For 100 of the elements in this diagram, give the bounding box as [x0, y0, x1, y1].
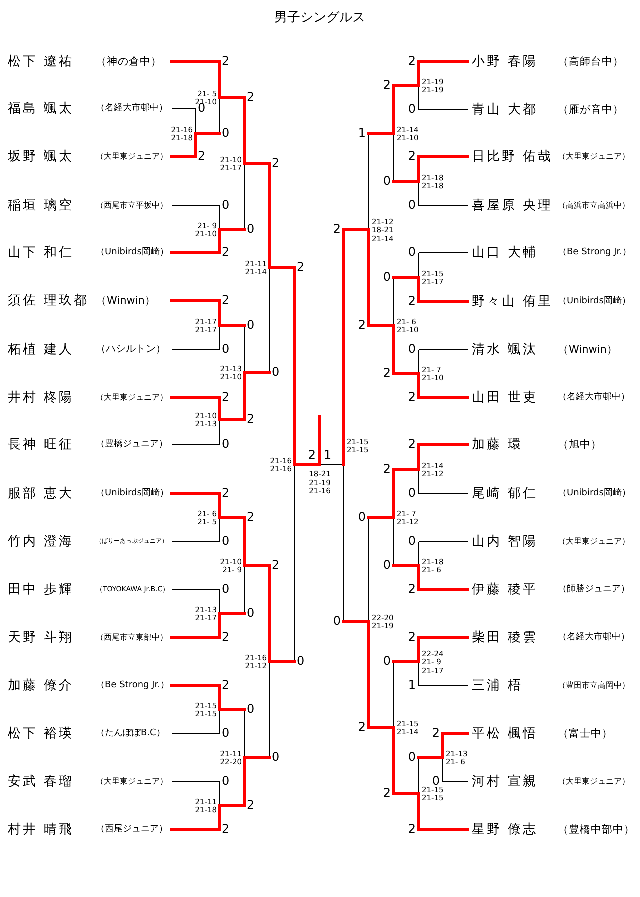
school-name: （雁が音中） — [558, 104, 624, 116]
set-count: 2 — [272, 157, 280, 169]
player-name: 伊藤 稜平 — [472, 584, 538, 596]
set-count: 2 — [358, 319, 366, 331]
player-name: 青山 大都 — [472, 104, 538, 116]
school-name: （たんぽぽB.C） — [96, 730, 166, 738]
set-count: 0 — [198, 102, 206, 114]
school-name: （Unibirds岡崎） — [558, 298, 631, 306]
set-count: 2 — [247, 413, 255, 425]
set-count: 2 — [408, 583, 416, 595]
set-count: 2 — [222, 631, 230, 643]
set-count: 0 — [408, 343, 416, 355]
set-count: 1 — [408, 679, 416, 691]
school-name: （Unibirds岡崎） — [558, 490, 631, 498]
set-count: 0 — [383, 175, 391, 187]
set-count: 0 — [222, 775, 230, 787]
set-count: 0 — [408, 487, 416, 499]
set-count: 0 — [272, 751, 280, 763]
player-name: 三浦 梧 — [472, 680, 524, 692]
school-name: （Winwin） — [558, 344, 618, 356]
player-name: 河村 宣親 — [472, 776, 538, 788]
set-count: 2 — [247, 799, 255, 811]
set-count: 2 — [308, 449, 316, 461]
school-name: （名経大市邨中） — [558, 634, 630, 642]
set-count: 0 — [297, 655, 305, 667]
set-count: 2 — [432, 727, 440, 739]
player-name: 加藤 環 — [472, 438, 524, 452]
player-name: 村井 晴飛 — [8, 824, 74, 836]
set-count: 1 — [324, 449, 332, 461]
set-count: 2 — [408, 55, 416, 67]
player-name: 松下 裕瑛 — [8, 728, 74, 740]
set-count: 0 — [408, 103, 416, 115]
school-name: （富士中） — [558, 728, 613, 740]
set-count: 2 — [247, 511, 255, 523]
school-name: （西尾ジュニア） — [96, 826, 168, 834]
player-name: 天野 斗翔 — [8, 632, 74, 644]
set-count: 2 — [408, 823, 416, 835]
player-name: 加藤 僚介 — [8, 680, 74, 692]
set-count: 0 — [222, 535, 230, 547]
school-name: （Unibirds岡崎） — [96, 490, 169, 498]
set-count: 0 — [408, 751, 416, 763]
set-count: 0 — [247, 223, 255, 235]
school-name: （師勝ジュニア） — [558, 586, 630, 594]
school-name: （Be Strong Jr.） — [558, 248, 632, 258]
set-count: 0 — [222, 583, 230, 595]
school-name: （名経大市邨中） — [96, 104, 168, 114]
school-name: （西尾市立東部中） — [96, 634, 168, 642]
set-count: 0 — [358, 511, 366, 523]
set-count: 0 — [383, 655, 391, 667]
player-name: 尾崎 郁仁 — [472, 488, 538, 500]
player-name: 柘植 建人 — [8, 344, 74, 356]
set-count: 2 — [383, 79, 391, 91]
set-count: 2 — [358, 721, 366, 733]
set-count: 2 — [272, 559, 280, 571]
set-count: 0 — [383, 559, 391, 571]
player-name: 清水 颯汰 — [472, 344, 538, 356]
title: 男子シングルス — [274, 12, 366, 24]
set-count: 2 — [222, 391, 230, 403]
set-count: 2 — [222, 487, 230, 499]
school-name: （Unibirds岡崎） — [96, 248, 169, 258]
school-name: （神の倉中） — [96, 56, 162, 68]
player-name: 山内 智陽 — [472, 536, 538, 548]
set-count: 2 — [408, 295, 416, 307]
set-count: 0 — [383, 271, 391, 283]
school-name: （高浜市立高浜中） — [558, 202, 630, 210]
player-name: 稲垣 璃空 — [8, 200, 74, 212]
school-name: （名経大市邨中） — [558, 394, 630, 402]
set-count: 0 — [222, 127, 230, 139]
set-count: 2 — [408, 438, 416, 450]
player-name: 服部 恵大 — [8, 488, 74, 500]
set-count: 2 — [383, 367, 391, 379]
school-name: （Be Strong Jr.） — [96, 682, 170, 690]
school-name: （西尾市立平坂中） — [96, 202, 168, 210]
player-name: 日比野 佑哉 — [472, 150, 554, 164]
school-name: （豊橋中部中） — [558, 824, 635, 836]
set-count: 2 — [247, 91, 255, 103]
player-name: 竹内 澄海 — [8, 536, 74, 548]
player-name: 平松 楓悟 — [472, 728, 538, 740]
player-name: 長神 旺征 — [8, 438, 74, 452]
player-name: 坂野 颯太 — [8, 150, 74, 164]
player-name: 安武 春瑠 — [8, 776, 74, 788]
player-name: 福島 颯太 — [8, 102, 74, 116]
set-count: 0 — [247, 703, 255, 715]
set-count: 0 — [247, 607, 255, 619]
player-name: 山下 和仁 — [8, 246, 74, 260]
set-count: 2 — [222, 294, 230, 306]
school-name: （豊橋ジュニア） — [96, 440, 168, 450]
set-count: 0 — [333, 615, 341, 627]
set-count: 0 — [408, 535, 416, 547]
player-name: 柴田 稜雲 — [472, 632, 538, 644]
school-name: （高師台中） — [558, 56, 624, 68]
set-count: 2 — [408, 150, 416, 162]
player-name: 井村 柊陽 — [8, 392, 74, 404]
player-name: 須佐 理玖都 — [8, 294, 90, 308]
school-name: （豊田市立高岡中） — [558, 682, 630, 690]
school-name: （大里東ジュニア） — [96, 394, 168, 402]
set-count: 0 — [408, 246, 416, 258]
school-name: （ハシルトン） — [96, 345, 166, 355]
set-count: 2 — [222, 246, 230, 258]
set-count: 0 — [222, 727, 230, 739]
